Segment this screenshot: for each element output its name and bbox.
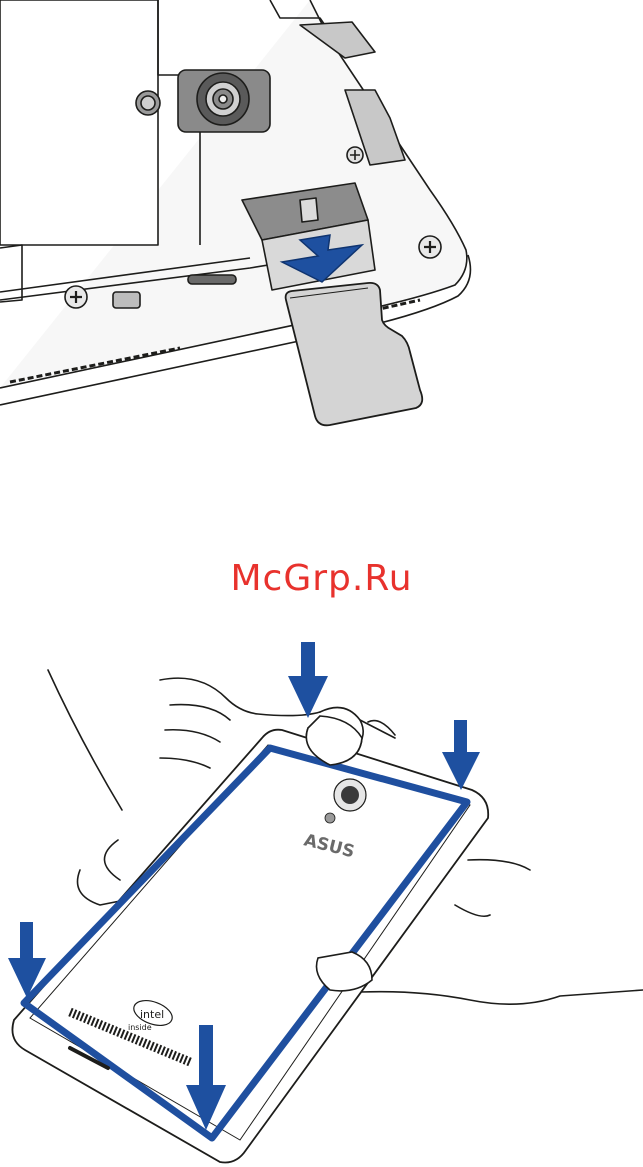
watermark-text: McGrp.Ru (0, 558, 643, 599)
press-arrow-top (288, 642, 328, 718)
press-arrow-top-right (442, 720, 480, 790)
microsd-insertion-illustration (0, 0, 643, 440)
back-cover-installation-illustration: ASUS intel inside (0, 640, 643, 1167)
svg-text:intel: intel (140, 1008, 164, 1021)
phone-back-body (12, 730, 488, 1163)
svg-text:inside: inside (128, 1023, 152, 1032)
